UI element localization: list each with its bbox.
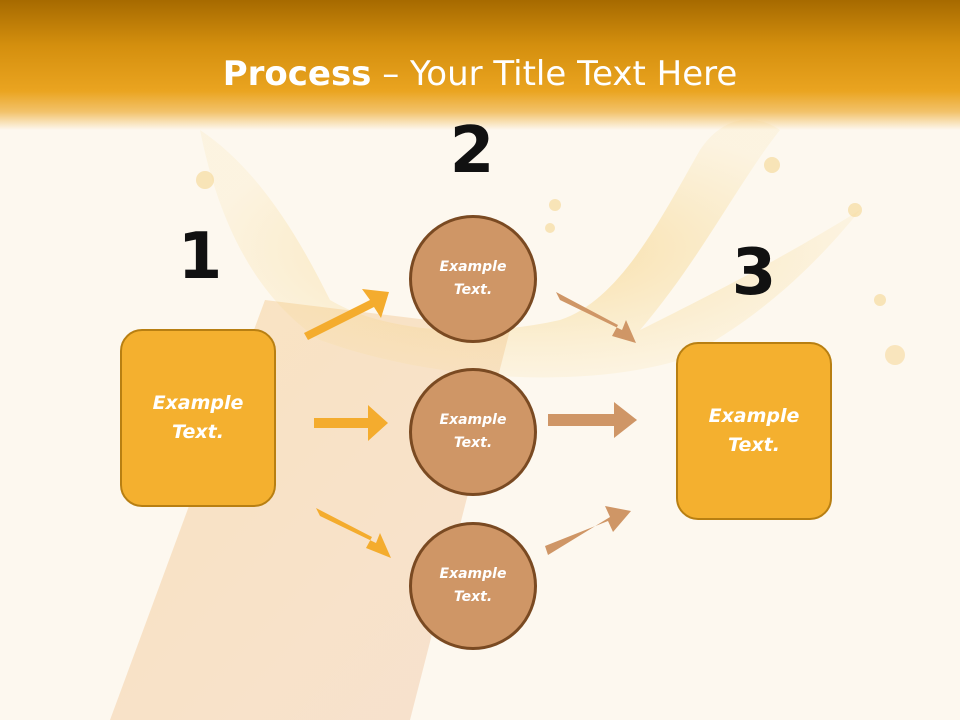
circle-middle[interactable]: Example Text. (409, 368, 537, 496)
circle-top-label: Example Text. (439, 259, 507, 298)
circle-middle-label: Example Text. (439, 412, 507, 451)
title-bold-word: Process (222, 54, 372, 94)
right-box-label: Example Text. (708, 405, 800, 456)
circle-top[interactable]: Example Text. (409, 215, 537, 343)
step-number-1: 1 (177, 220, 223, 294)
circle-bottom[interactable]: Example Text. (409, 522, 537, 650)
left-process-box[interactable]: Example Text. (120, 329, 276, 507)
right-process-box[interactable]: Example Text. (676, 342, 832, 520)
step-number-2: 2 (449, 114, 495, 188)
title-rest: – Your Title Text Here (371, 54, 738, 94)
page-title: Process – Your Title Text Here (0, 52, 960, 96)
circle-bottom-label: Example Text. (439, 566, 507, 605)
left-box-label: Example Text. (152, 392, 244, 443)
step-number-3: 3 (731, 236, 777, 310)
title-bar (0, 0, 960, 130)
